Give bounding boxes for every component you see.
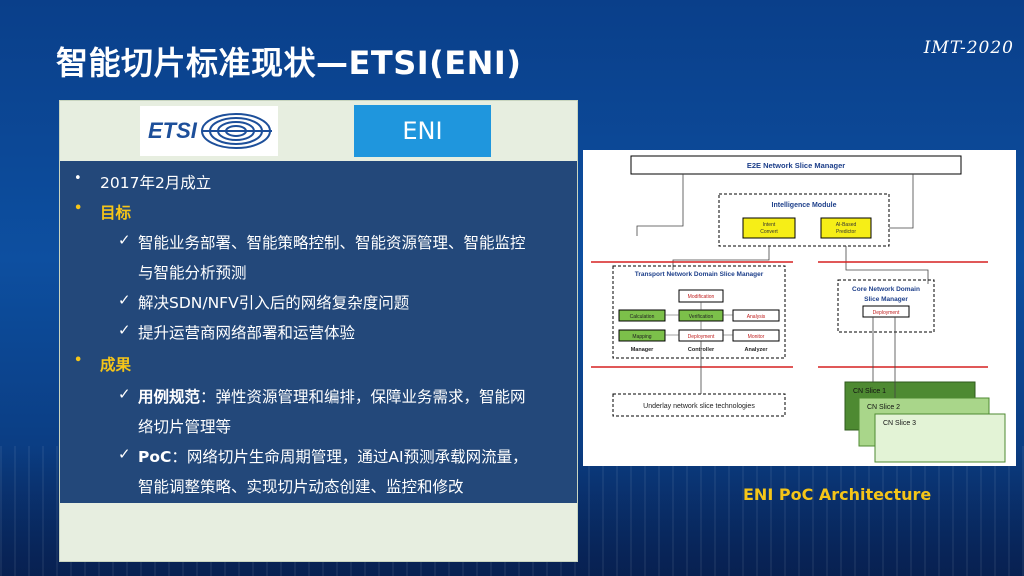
modification-label: Modification (688, 294, 715, 300)
eni-label-box: ENI (354, 105, 491, 157)
bullet-icon: • (74, 201, 83, 216)
bullet-icon: • (74, 353, 83, 368)
deployment-label: Deployment (688, 334, 715, 340)
imt2020-logo: IMT-2020 (923, 38, 1014, 58)
list-item: ✓ 用例规范：弹性资源管理和编排，保障业务需求，智能网 (118, 385, 526, 406)
bullet-icon: • (74, 171, 82, 186)
list-item: ✓ 智能业务部署、智能策略控制、智能资源管理、智能监控 (118, 231, 526, 252)
panel-body: • 2017年2月成立 • 目标 ✓ 智能业务部署、智能策略控制、智能资源管理、… (60, 161, 577, 503)
list-item: • 2017年2月成立 (74, 171, 212, 192)
list-item: • 目标 (74, 201, 132, 222)
check-icon: ✓ (118, 231, 131, 249)
core-line2: Slice Manager (864, 296, 908, 303)
intelligence-label: Intelligence Module (772, 202, 837, 209)
mapping-label: Mapping (632, 334, 651, 340)
page-title: 智能切片标准现状—ETSI(ENI) (56, 44, 522, 82)
cn-slice-2-label: CN Slice 2 (867, 404, 900, 411)
list-item: 络切片管理等 (138, 418, 232, 436)
eni-poc-architecture-diagram: E2E Network Slice Manager Intelligence M… (583, 150, 1016, 466)
analysis-label: Analysis (747, 314, 766, 320)
list-item: ✓ PoC：网络切片生命周期管理，通过AI预测承载网流量， (118, 445, 528, 466)
list-item: ✓ 提升运营商网络部署和运营体验 (118, 321, 356, 342)
cn-slice-1-label: CN Slice 1 (853, 388, 886, 395)
eni-info-panel: ETSI ENI • 2017年2月成立 • 目标 ✓ 智能业务部署、智能策略控… (59, 100, 578, 562)
transport-label: Transport Network Domain Slice Manager (635, 271, 764, 278)
etsi-logo: ETSI (140, 106, 278, 156)
list-item: ✓ 解决SDN/NFV引入后的网络复杂度问题 (118, 291, 410, 312)
calculation-label: Calculation (630, 314, 655, 320)
intent-line1: Intent (763, 222, 776, 228)
verification-label: Verification (689, 314, 714, 320)
controller-label: Controller (688, 347, 715, 353)
monitor-label: Monitor (748, 334, 765, 340)
e2e-label: E2E Network Slice Manager (747, 161, 845, 170)
diagram-caption: ENI PoC Architecture (743, 485, 932, 504)
check-icon: ✓ (118, 445, 131, 463)
svg-text:ETSI: ETSI (148, 118, 198, 143)
list-item: 与智能分析预测 (138, 264, 247, 282)
cn-slice-3-label: CN Slice 3 (883, 420, 916, 427)
check-icon: ✓ (118, 385, 131, 403)
predictor-line2: Predictor (836, 229, 856, 235)
predictor-line1: AI-Based (836, 222, 857, 228)
list-item: • 成果 (74, 353, 132, 374)
intent-line2: Convert (760, 229, 778, 235)
manager-label: Manager (631, 347, 654, 353)
analyzer-label: Analyzer (745, 347, 769, 353)
check-icon: ✓ (118, 291, 131, 309)
check-icon: ✓ (118, 321, 131, 339)
underlay-label: Underlay network slice technologies (643, 403, 755, 410)
list-item: 智能调整策略、实现切片动态创建、监控和修改 (138, 478, 464, 496)
core-deployment-label: Deployment (873, 310, 900, 316)
core-line1: Core Network Domain (852, 286, 920, 293)
